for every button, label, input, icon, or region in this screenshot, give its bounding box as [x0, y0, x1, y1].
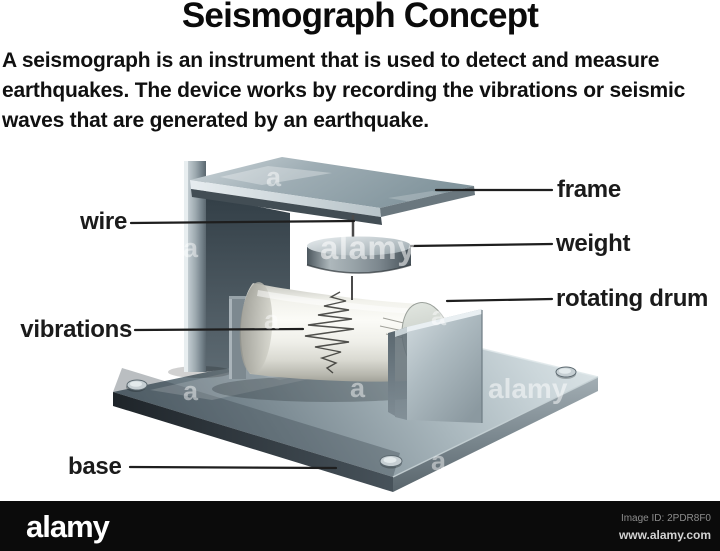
- label-weight: weight: [556, 230, 631, 257]
- base-leader-line: [128, 465, 338, 470]
- base-bolts: [126, 366, 577, 469]
- bolt-left: [126, 379, 148, 392]
- seismogram-trace: [304, 291, 355, 374]
- bolt-front: [379, 455, 403, 469]
- alamy-logo: alamy: [26, 509, 110, 544]
- base-front-right-face: [393, 377, 598, 492]
- label-wire: wire: [80, 208, 127, 235]
- plate-front-chamfer: [190, 180, 381, 217]
- frame-column: [188, 161, 206, 372]
- label-vibrations: vibrations: [20, 316, 132, 343]
- bolt-right: [555, 366, 577, 379]
- plate-top-face: [190, 157, 474, 208]
- footer-bar: alamy Image ID: 2PDR8F0 www.alamy.com: [0, 501, 720, 551]
- frame-column-highlight: [184, 161, 189, 372]
- plate-right-edge: [380, 186, 475, 217]
- plate-streak-2: [388, 191, 454, 202]
- image-id-text: Image ID: 2PDR8F0: [620, 513, 711, 524]
- drum-left-cap: [239, 282, 273, 374]
- description-line-3: waves that are generated by an earthquak…: [2, 109, 429, 132]
- website-text: www.alamy.com: [618, 527, 711, 542]
- footer-meta: Image ID: 2PDR8F0 www.alamy.com: [619, 512, 711, 544]
- page-title: Seismograph Concept: [181, 0, 539, 35]
- label-base: base: [68, 453, 122, 480]
- weight-leader-line: [409, 242, 554, 248]
- description-line-2: earthquakes. The device works by recordi…: [2, 79, 686, 102]
- description: A seismograph is an instrument that is u…: [2, 46, 718, 136]
- drum-support-right: [388, 309, 483, 423]
- leader-lines: [128, 188, 554, 470]
- weight: [306, 236, 412, 274]
- wire-leader-line: [129, 219, 356, 225]
- plate-streak: [220, 166, 332, 185]
- vibrations-leader-line: [133, 327, 305, 332]
- label-frame: frame: [557, 176, 621, 203]
- drum-top-highlight: [257, 290, 418, 314]
- rotating-drum-leader-line: [445, 297, 554, 303]
- weight-top: [307, 236, 411, 256]
- base-front-rim: [392, 376, 599, 478]
- frame-top-plate: [190, 157, 475, 225]
- description-line-1: A seismograph is an instrument that is u…: [2, 49, 660, 72]
- base-edge-shading: [113, 368, 400, 477]
- weight-bottom-rim: [306, 264, 412, 274]
- plate-front-shadow-edge: [191, 189, 382, 225]
- label-rotating-drum: rotating drum: [556, 285, 709, 312]
